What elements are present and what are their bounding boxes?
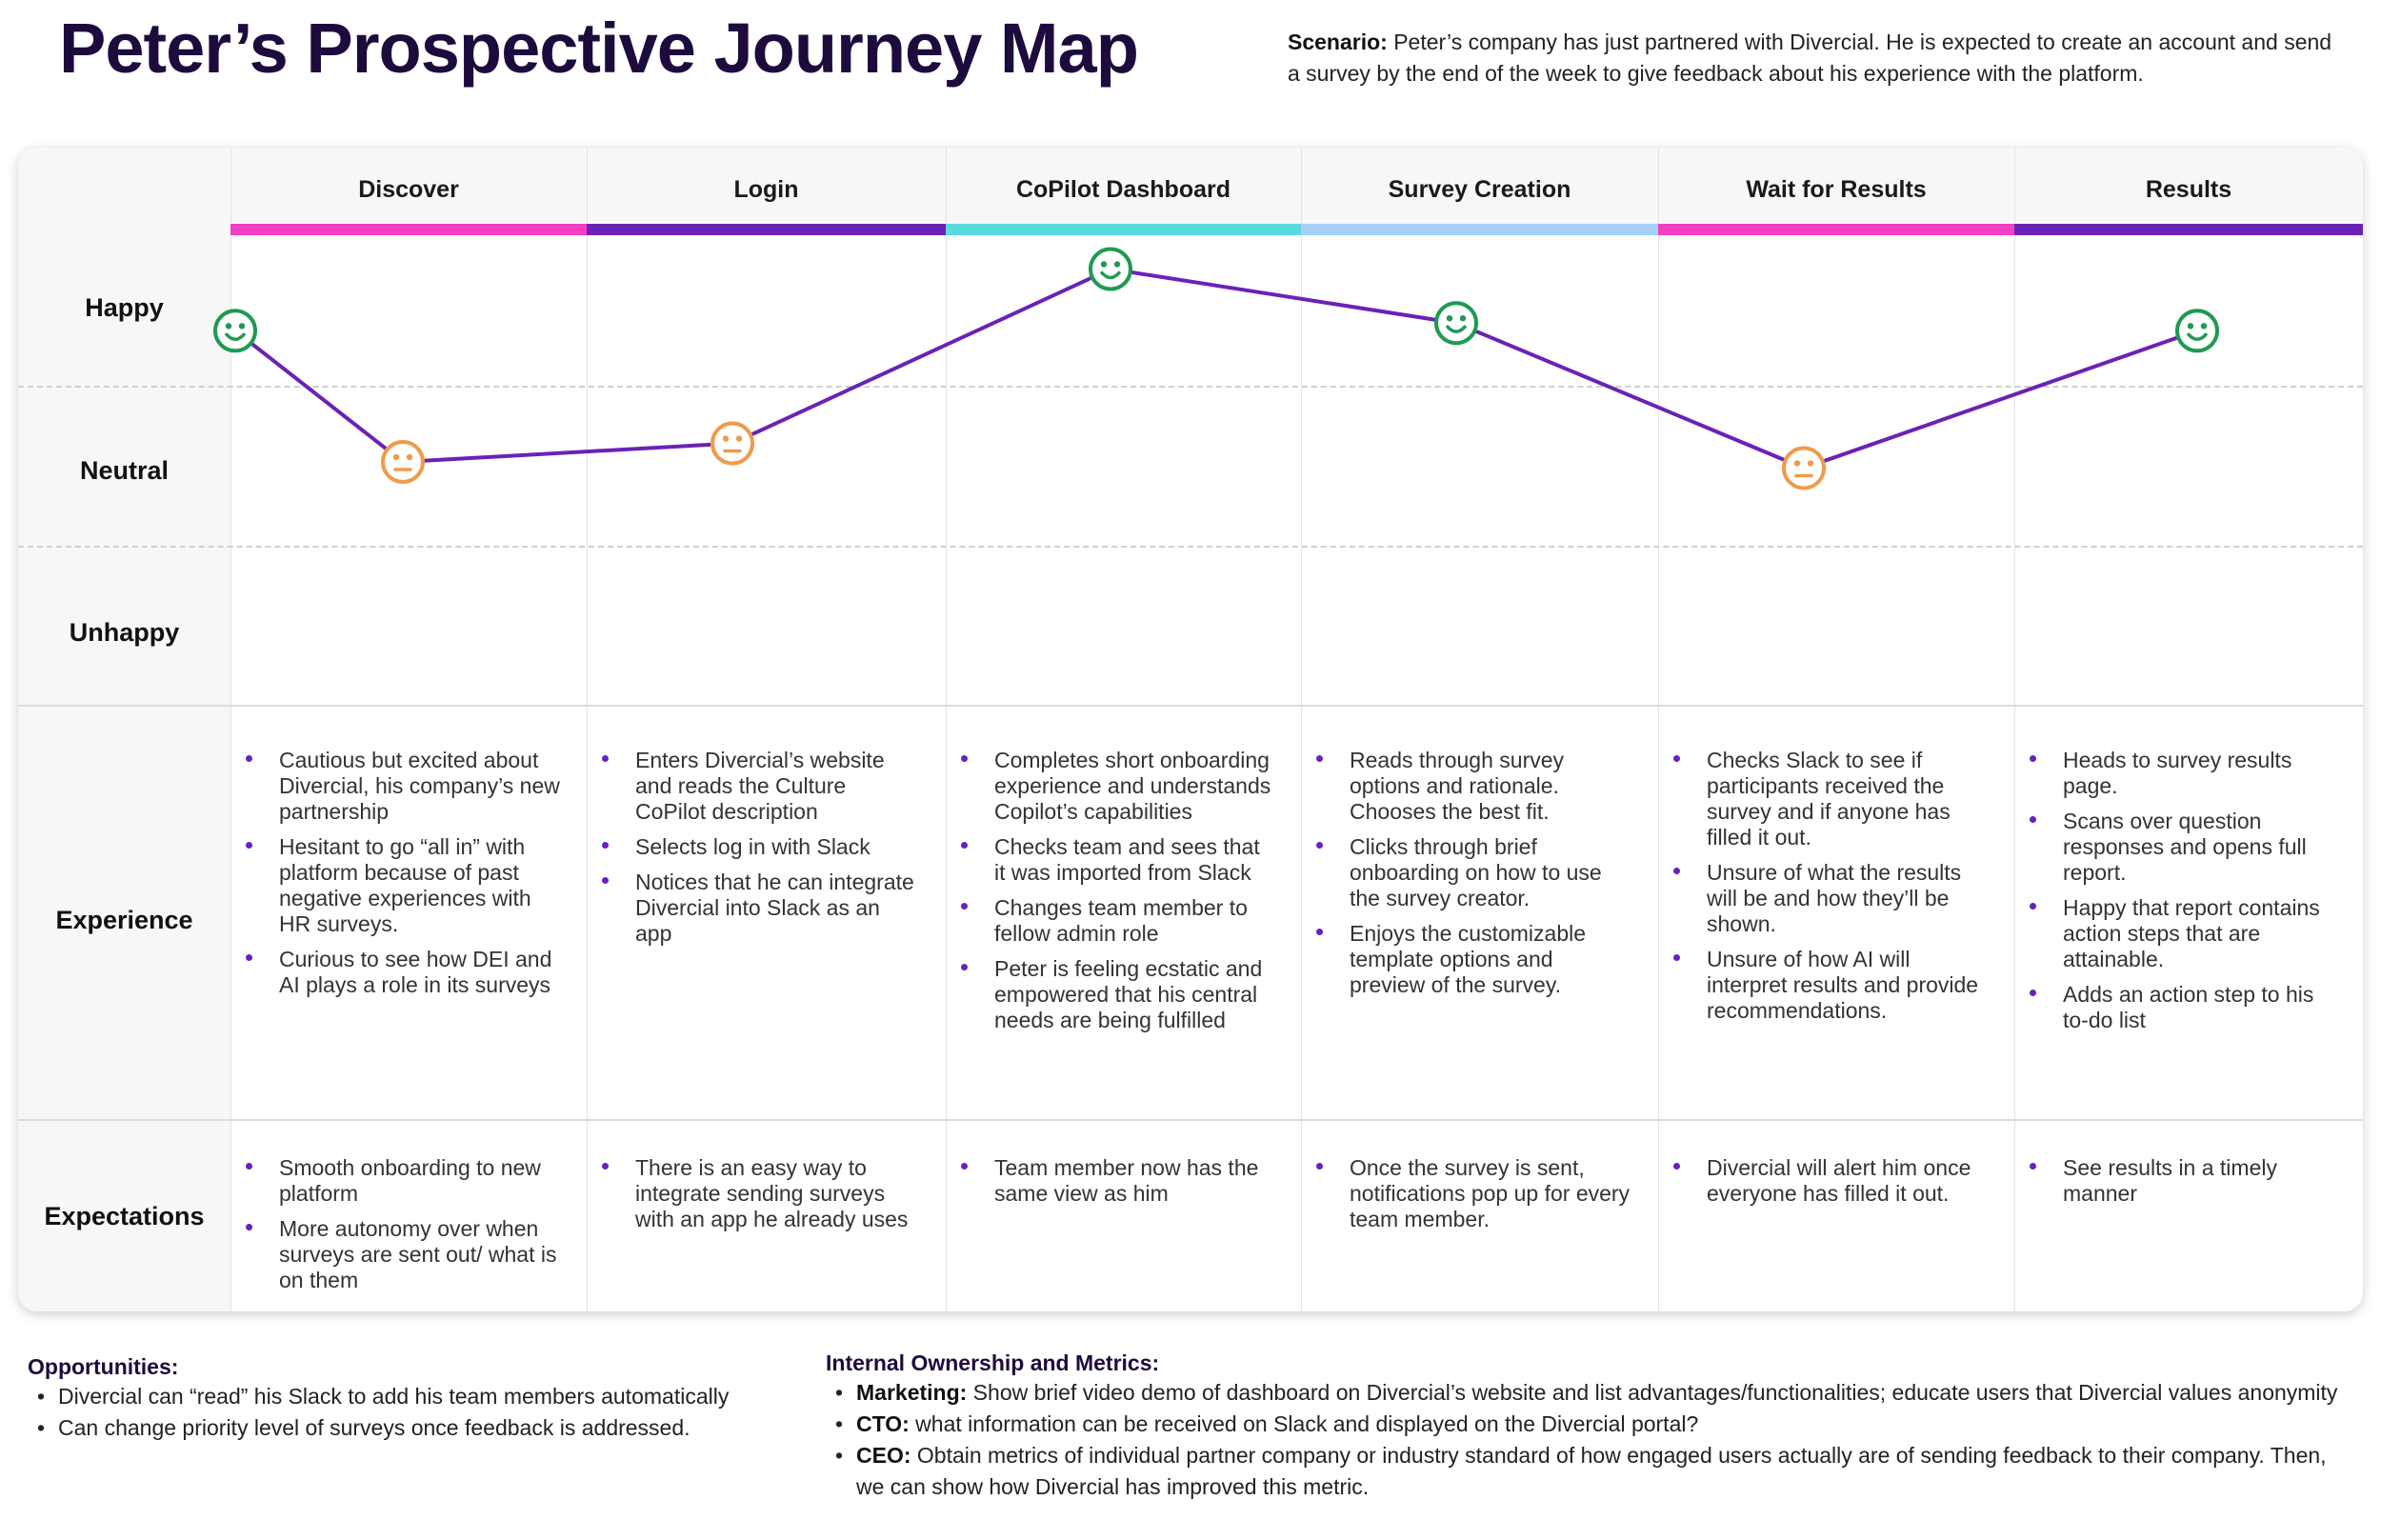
expectation-cell-survey-creation: Once the survey is sent, notifications p… (1314, 1155, 1633, 1308)
expectation-item: Smooth onboarding to new platform (244, 1155, 562, 1207)
stage-bar-login (587, 224, 946, 235)
expectation-item: Divercial will alert him once everyone h… (1671, 1155, 1990, 1207)
scenario-label: Scenario: (1288, 30, 1388, 54)
experience-cell-discover: Cautious but excited about Divercial, hi… (244, 748, 562, 1110)
expectation-item: More autonomy over when surveys are sent… (244, 1216, 562, 1293)
emotion-divider (18, 386, 2363, 388)
experience-item: Hesitant to go “all in” with platform be… (244, 834, 562, 937)
experience-item: Reads through survey options and rationa… (1314, 748, 1633, 825)
expectation-cell-results: See results in a timely manner (2028, 1155, 2338, 1308)
row-label-experience: Experience (55, 906, 193, 934)
experience-item: Adds an action step to his to-do list (2028, 982, 2338, 1033)
experience-item: Happy that report contains action steps … (2028, 895, 2338, 972)
expectation-cell-wait-for-results: Divercial will alert him once everyone h… (1671, 1155, 1990, 1308)
scenario-body: Peter’s company has just partnered with … (1288, 30, 2332, 86)
experience-item: Heads to survey results page. (2028, 748, 2338, 799)
experience-item: Selects log in with Slack (600, 834, 921, 860)
opportunity-item: Can change priority level of surveys onc… (28, 1412, 818, 1444)
neutral-face-icon (1782, 446, 1826, 490)
experience-cell-survey-creation: Reads through survey options and rationa… (1314, 748, 1633, 1110)
expectation-item: See results in a timely manner (2028, 1155, 2338, 1207)
happy-face-icon (213, 309, 257, 353)
emotion-divider (18, 546, 2363, 548)
expectation-item: There is an easy way to integrate sendin… (600, 1155, 921, 1232)
emotion-line (233, 267, 2198, 470)
neutral-face-icon (710, 421, 754, 466)
column-divider (1658, 148, 1659, 1311)
column-divider (1301, 148, 1302, 1311)
experience-item: Checks team and sees that it was importe… (959, 834, 1276, 886)
experience-cell-copilot-dashboard: Completes short onboarding experience an… (959, 748, 1276, 1110)
expectation-item: Once the survey is sent, notifications p… (1314, 1155, 1633, 1232)
experience-cell-wait-for-results: Checks Slack to see if participants rece… (1671, 748, 1990, 1110)
experience-cell-login: Enters Divercial’s website and reads the… (600, 748, 921, 1110)
happy-face-icon (1434, 301, 1478, 346)
ownership-item-marketing: Marketing: Show brief video demo of dash… (826, 1377, 2350, 1409)
row-label-column (18, 148, 230, 1311)
stage-bar-discover (230, 224, 587, 235)
expectation-item: Team member now has the same view as him (959, 1155, 1276, 1207)
experience-item: Completes short onboarding experience an… (959, 748, 1276, 825)
row-label-unhappy: Unhappy (69, 618, 180, 647)
stage-header-band (230, 148, 2363, 224)
expectation-cell-login: There is an easy way to integrate sendin… (600, 1155, 921, 1308)
row-label-expectations: Expectations (44, 1202, 205, 1230)
stage-header-login: Login (733, 176, 799, 203)
column-divider (230, 148, 231, 1311)
stage-bar-survey-creation (1301, 224, 1658, 235)
scenario-text: Scenario: Peter’s company has just partn… (1288, 27, 2345, 90)
column-divider (2014, 148, 2015, 1311)
ownership-item-ceo: CEO: Obtain metrics of individual partne… (826, 1440, 2350, 1503)
experience-item: Notices that he can integrate Divercial … (600, 870, 921, 947)
opportunities-title: Opportunities: (28, 1354, 179, 1379)
stage-bar-copilot-dashboard (946, 224, 1301, 235)
stage-bar-wait-for-results (1658, 224, 2014, 235)
ownership-title: Internal Ownership and Metrics: (826, 1350, 1160, 1375)
row-divider (18, 1119, 2363, 1121)
stage-header-wait-for-results: Wait for Results (1746, 176, 1927, 203)
experience-item: Checks Slack to see if participants rece… (1671, 748, 1990, 850)
experience-item: Scans over question responses and opens … (2028, 809, 2338, 886)
ownership-text: Show brief video demo of dashboard on Di… (967, 1380, 2338, 1405)
row-label-happy: Happy (85, 293, 164, 322)
neutral-face-icon (381, 440, 425, 484)
ownership-list: Marketing: Show brief video demo of dash… (826, 1377, 2350, 1503)
emotion-curve (213, 247, 2219, 490)
happy-face-icon (1089, 247, 1132, 291)
experience-item: Enjoys the customizable template options… (1314, 921, 1633, 998)
experience-item: Unsure of how AI will interpret results … (1671, 947, 1990, 1024)
experience-item: Cautious but excited about Divercial, hi… (244, 748, 562, 825)
stage-header-discover: Discover (358, 176, 459, 203)
column-divider (587, 148, 588, 1311)
journey-map-board: Discover Login CoPilot Dashboard Survey Cre… (18, 148, 2363, 1311)
stage-header-results: Results (2145, 176, 2232, 203)
stage-header-copilot-dashboard: CoPilot Dashboard (1015, 176, 1231, 203)
ownership-role: Marketing: (856, 1380, 968, 1405)
row-label-neutral: Neutral (79, 456, 170, 485)
stage-header-survey-creation: Survey Creation (1388, 176, 1571, 203)
column-divider (946, 148, 947, 1311)
ownership-text: Obtain metrics of individual partner com… (856, 1443, 2327, 1499)
expectation-cell-copilot-dashboard: Team member now has the same view as him (959, 1155, 1276, 1308)
experience-cell-results: Heads to survey results page. Scans over … (2028, 748, 2338, 1110)
opportunity-item: Divercial can “read” his Slack to add hi… (28, 1381, 818, 1412)
page-title: Peter’s Prospective Journey Map (59, 9, 1139, 88)
ownership-role: CTO: (856, 1411, 910, 1436)
happy-face-icon (2175, 309, 2219, 353)
ownership-role: CEO: (856, 1443, 911, 1468)
experience-item: Clicks through brief onboarding on how t… (1314, 834, 1633, 911)
row-divider (18, 705, 2363, 707)
experience-item: Curious to see how DEI and AI plays a ro… (244, 947, 562, 998)
ownership-item-cto: CTO: what information can be received on… (826, 1409, 2350, 1440)
experience-item: Enters Divercial’s website and reads the… (600, 748, 921, 825)
stage-bar-results (2014, 224, 2363, 235)
opportunities-list: Divercial can “read” his Slack to add hi… (28, 1381, 818, 1444)
experience-item: Unsure of what the results will be and h… (1671, 860, 1990, 937)
experience-item: Changes team member to fellow admin role (959, 895, 1276, 947)
ownership-text: what information can be received on Slac… (909, 1411, 1699, 1436)
experience-item: Peter is feeling ecstatic and empowered … (959, 956, 1276, 1033)
